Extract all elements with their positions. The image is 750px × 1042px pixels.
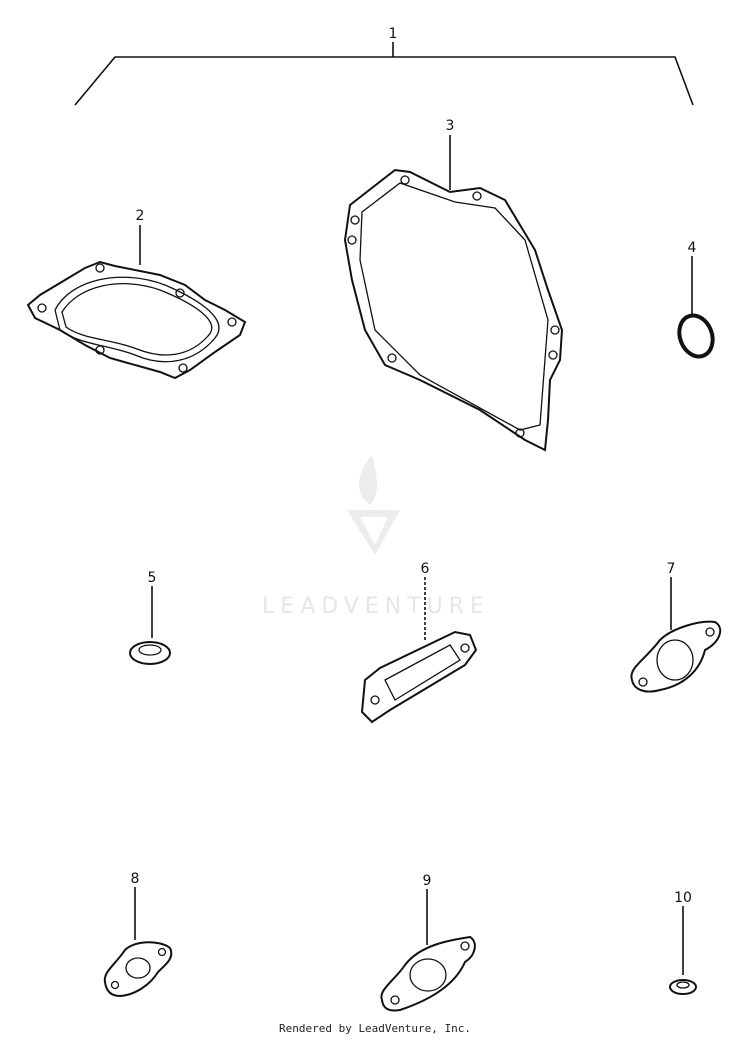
part-8-gasket[interactable]: 8	[103, 871, 173, 998]
svg-text:3: 3	[446, 118, 455, 134]
part-10-washer[interactable]: 10	[669, 890, 697, 995]
svg-text:2: 2	[136, 208, 145, 224]
svg-text:5: 5	[148, 570, 157, 586]
svg-text:6: 6	[421, 561, 430, 577]
part-4-o-ring[interactable]: 4	[674, 240, 718, 361]
svg-text:4: 4	[688, 240, 697, 256]
leadventure-watermark-logo: LEADVENTURE	[262, 455, 490, 619]
part-6-gasket[interactable]: 6	[360, 561, 478, 724]
svg-text:1: 1	[389, 26, 398, 42]
footer-credit: Rendered by LeadVenture, Inc.	[278, 1022, 472, 1035]
part-3-crankcase-gasket[interactable]: 3	[343, 118, 564, 452]
callout-1[interactable]: 1	[74, 26, 694, 106]
part-5-washer[interactable]: 5	[129, 570, 171, 665]
watermark-text: LEADVENTURE	[262, 594, 490, 619]
part-7-gasket[interactable]: 7	[630, 561, 722, 693]
svg-text:7: 7	[667, 561, 676, 577]
part-2-head-gasket[interactable]: 2	[26, 208, 247, 380]
svg-text:9: 9	[423, 873, 432, 889]
svg-text:10: 10	[674, 890, 692, 906]
svg-text:8: 8	[131, 871, 140, 887]
part-9-gasket[interactable]: 9	[380, 873, 476, 1012]
